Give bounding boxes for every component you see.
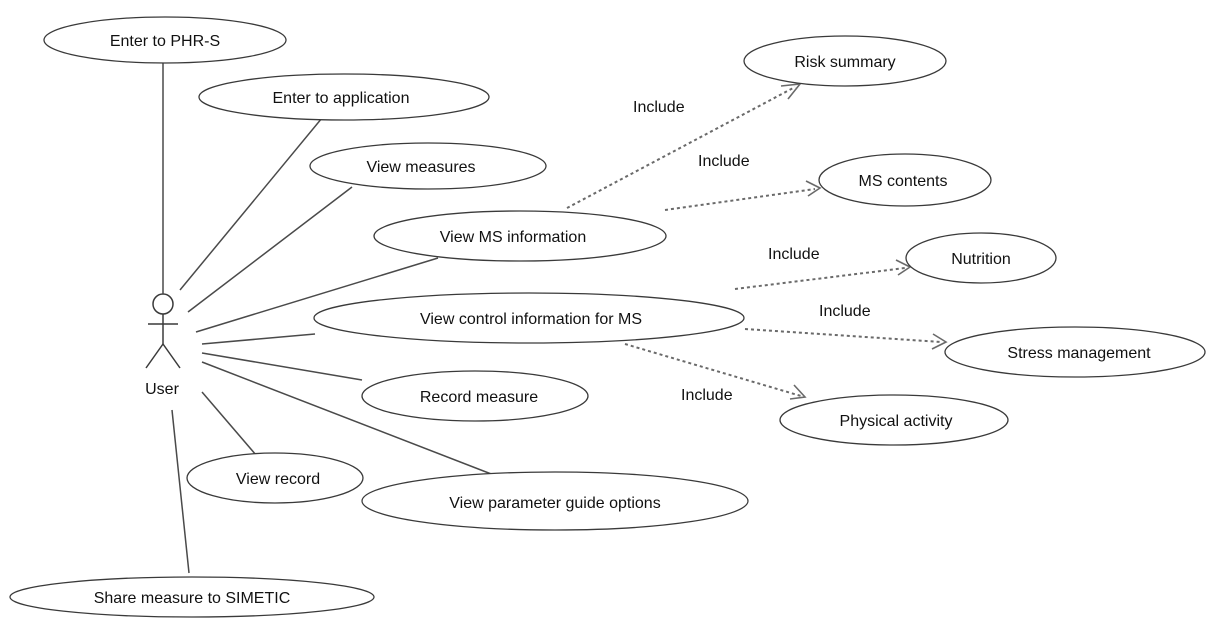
actor-label: User bbox=[145, 381, 179, 398]
assoc-view-param-guide bbox=[201, 361, 500, 478]
use-case-enter-phr: Enter to PHR-S bbox=[43, 16, 287, 64]
use-case-view-record: View record bbox=[186, 452, 364, 504]
use-case-label: View parameter guide options bbox=[449, 495, 660, 512]
use-case-ellipse bbox=[43, 16, 287, 64]
include-relationships: Include Include Include Include Include bbox=[566, 83, 948, 404]
use-case-ellipse bbox=[779, 394, 1009, 446]
include-arrow-stress-management bbox=[931, 333, 948, 350]
actor-head bbox=[152, 293, 174, 315]
include-label-nutrition: Include bbox=[768, 246, 820, 263]
use-case-ellipse bbox=[9, 576, 375, 618]
include-label-risk-summary: Include bbox=[633, 99, 685, 116]
use-case-ms-contents: MS contents bbox=[818, 153, 992, 207]
assoc-view-record bbox=[201, 391, 257, 456]
use-case-stress-management: Stress management bbox=[944, 326, 1206, 378]
use-case-label: View control information for MS bbox=[420, 311, 642, 328]
use-case-ellipse bbox=[361, 370, 589, 422]
include-arrow-risk-summary bbox=[780, 83, 802, 100]
use-case-view-ms-info: View MS information bbox=[373, 210, 667, 262]
use-case-physical-activity: Physical activity bbox=[779, 394, 1009, 446]
use-case-label: View MS information bbox=[440, 229, 586, 246]
use-case-label: Share measure to SIMETIC bbox=[94, 590, 291, 607]
use-case-view-measures: View measures bbox=[309, 142, 547, 190]
use-case-ellipse bbox=[198, 73, 490, 121]
use-case-ellipse bbox=[905, 232, 1057, 284]
use-case-share-measure: Share measure to SIMETIC bbox=[9, 576, 375, 618]
actor-user: User bbox=[145, 293, 181, 398]
use-case-label: MS contents bbox=[859, 173, 948, 190]
include-arrow-physical-activity bbox=[789, 384, 807, 400]
actor-left-leg bbox=[145, 343, 164, 369]
assoc-share-measure bbox=[171, 409, 190, 574]
use-case-record-measure: Record measure bbox=[361, 370, 589, 422]
assoc-view-ms-info bbox=[195, 257, 439, 333]
use-case-label: Enter to PHR-S bbox=[110, 33, 220, 50]
use-case-label: View measures bbox=[366, 159, 475, 176]
associations bbox=[162, 62, 500, 574]
use-case-ellipse bbox=[186, 452, 364, 504]
assoc-record-measure bbox=[201, 352, 363, 381]
actor-right-leg bbox=[162, 343, 181, 369]
use-case-view-control-info: View control information for MS bbox=[313, 292, 745, 344]
include-label-ms-contents: Include bbox=[698, 153, 750, 170]
use-case-risk-summary: Risk summary bbox=[743, 35, 947, 87]
use-case-label: Risk summary bbox=[794, 54, 895, 71]
use-case-ellipse bbox=[373, 210, 667, 262]
include-line-stress-management bbox=[744, 328, 942, 343]
assoc-enter-app bbox=[179, 117, 323, 291]
use-case-label: Record measure bbox=[420, 389, 538, 406]
use-case-ellipse bbox=[361, 471, 749, 531]
use-case-label: View record bbox=[236, 471, 320, 488]
include-label-physical-activity: Include bbox=[681, 387, 733, 404]
include-line-nutrition bbox=[734, 267, 906, 290]
use-case-ellipse bbox=[309, 142, 547, 190]
assoc-view-control-info bbox=[201, 333, 316, 345]
use-case-label: Stress management bbox=[1007, 345, 1151, 362]
include-line-ms-contents bbox=[664, 188, 816, 211]
include-arrow-ms-contents bbox=[805, 180, 822, 197]
use-case-ellipse bbox=[743, 35, 947, 87]
use-case-label: Enter to application bbox=[273, 90, 410, 107]
use-case-nutrition: Nutrition bbox=[905, 232, 1057, 284]
use-case-ellipse bbox=[818, 153, 992, 207]
use-case-label: Physical activity bbox=[840, 413, 953, 430]
include-label-stress-management: Include bbox=[819, 303, 871, 320]
include-line-risk-summary bbox=[566, 86, 796, 209]
use-case-view-param-guide: View parameter guide options bbox=[361, 471, 749, 531]
use-case-label: Nutrition bbox=[951, 251, 1011, 268]
assoc-view-measures bbox=[187, 186, 353, 313]
use-case-ellipse bbox=[944, 326, 1206, 378]
use-case-enter-app: Enter to application bbox=[198, 73, 490, 121]
include-line-physical-activity bbox=[624, 343, 802, 397]
use-case-ellipse bbox=[313, 292, 745, 344]
